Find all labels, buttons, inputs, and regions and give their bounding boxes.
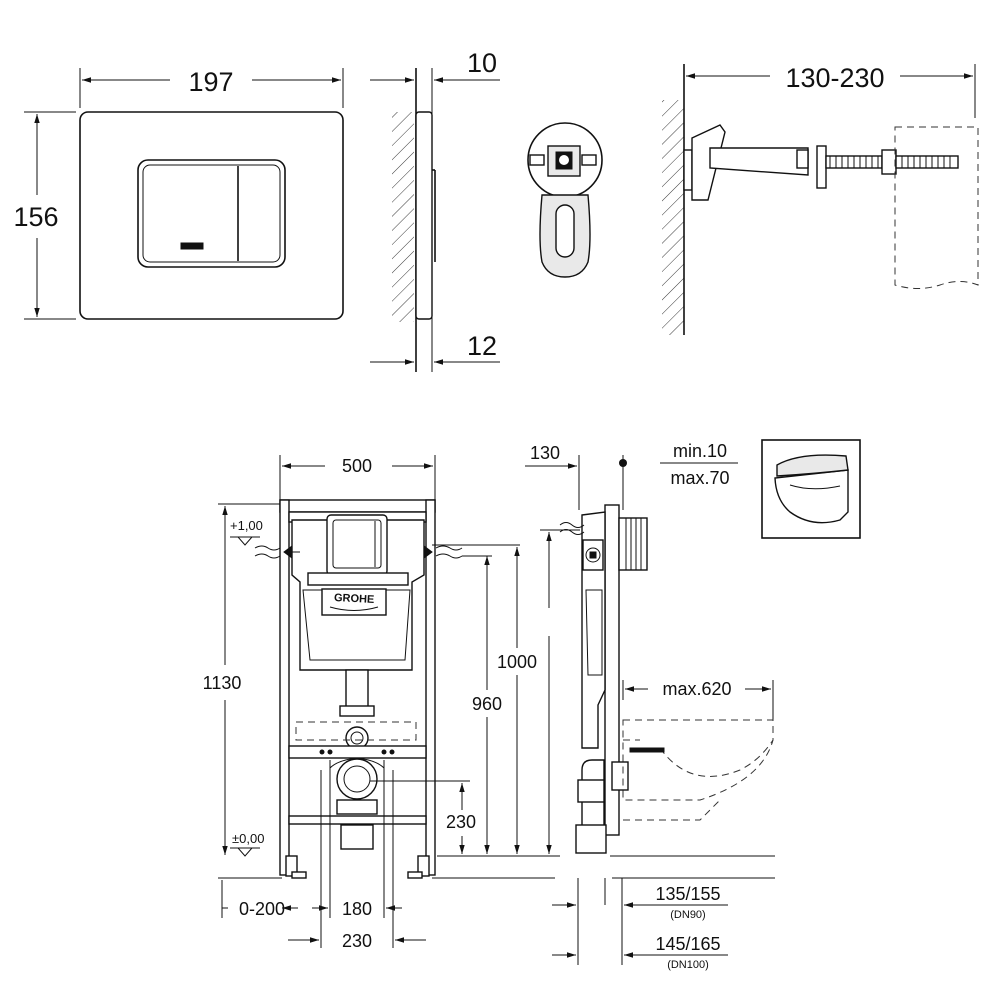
wall-hatch-2 (662, 100, 684, 335)
toilet-outline-dashed (894, 126, 979, 289)
dn90-label: (DN90) (670, 909, 705, 921)
frame-right-post (425, 499, 436, 876)
flush-plate-front-view: 197 156 (13, 67, 344, 320)
frame-height-label: 1130 (203, 673, 242, 693)
bracket-range-label: 130-230 (785, 63, 884, 93)
gap-min-label: min.10 (673, 441, 727, 461)
offset-label: 0-200 (239, 899, 285, 919)
side-cistern (581, 511, 606, 749)
height-230-label: 230 (446, 812, 476, 832)
plate-depth-bottom-label: 12 (467, 331, 497, 361)
plate-height-label: 156 (13, 202, 58, 232)
brand-label: GROHE (334, 592, 375, 606)
bolt-outer-label: 230 (342, 931, 372, 951)
plate-profile (415, 111, 433, 320)
wall-hatch (392, 112, 414, 322)
toilet-side-dashed (622, 719, 774, 801)
dn100-value-label: 145/165 (655, 934, 720, 954)
height-960-label: 960 (472, 694, 502, 714)
frame-top-rail (279, 499, 436, 513)
height-1000-label: 1000 (497, 652, 537, 672)
plate-width-label: 197 (188, 67, 233, 97)
side-depth-label: 130 (530, 443, 560, 463)
frame-side-view: 130 min.10 max.70 max.620 (525, 441, 775, 971)
plate-depth-top-label: 10 (467, 48, 497, 78)
frame-left-post (279, 499, 290, 876)
toilet-thumbnail (761, 439, 861, 539)
frame-cross-rail (288, 745, 427, 759)
flush-button-frame (137, 159, 286, 268)
gap-max-label: max.70 (670, 468, 729, 488)
dn100-label: (DN100) (667, 959, 709, 971)
frame-lower-rail (288, 815, 427, 825)
level-top-label: +1,00 (230, 518, 263, 533)
bolt-spacing-label: 180 (342, 899, 372, 919)
frame-front-view: 500 1130 +1,00 ±0,00 GROHE (203, 455, 560, 951)
dn90-value-label: 135/155 (655, 884, 720, 904)
flush-plate-outline (79, 111, 344, 320)
drain-pipe-stub (340, 824, 374, 850)
thumbnail-frame (761, 439, 861, 539)
reach-label: max.620 (662, 679, 731, 699)
level-zero-label: ±0,00 (232, 831, 264, 846)
frame-width-label: 500 (342, 456, 372, 476)
wall-plate-profile (618, 517, 648, 571)
wall-bracket-view: 130-230 (662, 63, 979, 335)
drain-outlet (336, 758, 378, 800)
flush-plate-side-view: 10 12 (370, 48, 500, 372)
clip-slot (555, 204, 575, 258)
cistern-flush-opening (326, 514, 388, 576)
mounting-clip (527, 122, 603, 278)
indicator-mark (180, 242, 204, 250)
